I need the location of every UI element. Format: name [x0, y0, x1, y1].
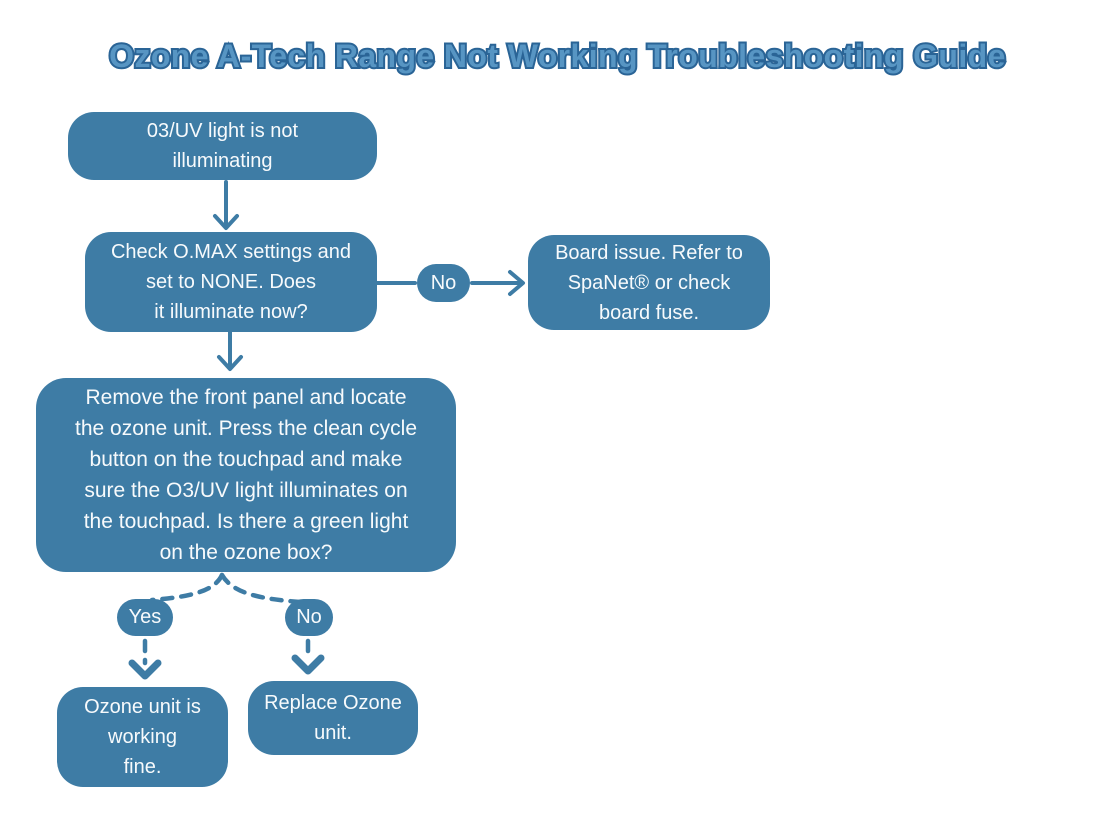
dashed-arrow-yes-to-working [128, 638, 162, 680]
decision-label-yes: Yes [117, 599, 173, 636]
decision-label-yes-text: Yes [128, 606, 162, 628]
arrow-start-to-check [213, 180, 239, 230]
node-check-omax-text: Check O.MAX settings and set to NONE. Do… [110, 241, 352, 323]
node-replace-ozone-unit: Replace Ozone unit. [248, 681, 418, 755]
node-working-fine-text: Ozone unit is working fine. [84, 696, 201, 778]
dashed-branch-to-no [219, 572, 303, 605]
page-title: Ozone A-Tech Range Not Working Troublesh… [0, 36, 1115, 76]
node-inspect-ozone-text: Remove the front panel and locate the oz… [74, 386, 418, 564]
decision-label-no-replace-text: No [296, 606, 322, 628]
node-check-omax-settings: Check O.MAX settings and set to NONE. Do… [85, 232, 377, 332]
arrow-no-to-board [470, 270, 525, 296]
node-ozone-working-fine: Ozone unit is working fine. [57, 687, 228, 787]
node-board-issue: Board issue. Refer to SpaNet® or check b… [528, 235, 770, 330]
node-inspect-ozone-unit: Remove the front panel and locate the oz… [36, 378, 456, 572]
node-replace-unit-text: Replace Ozone unit. [264, 692, 402, 744]
node-start-text: 03/UV light is not illuminating [146, 120, 299, 172]
decision-label-no-board: No [417, 264, 470, 302]
node-board-issue-text: Board issue. Refer to SpaNet® or check b… [555, 241, 743, 324]
dashed-branch-to-yes [149, 572, 225, 603]
page-title-text: Ozone A-Tech Range Not Working Troublesh… [109, 38, 1006, 74]
node-start-light-not-illuminating: 03/UV light is not illuminating [68, 112, 377, 180]
page-title-outline: Ozone A-Tech Range Not Working Troublesh… [107, 36, 1007, 76]
dashed-arrow-no-to-replace [291, 638, 325, 675]
decision-label-no-board-text: No [430, 271, 457, 294]
arrow-check-to-inspect [217, 330, 243, 371]
decision-label-no-replace: No [285, 599, 333, 636]
